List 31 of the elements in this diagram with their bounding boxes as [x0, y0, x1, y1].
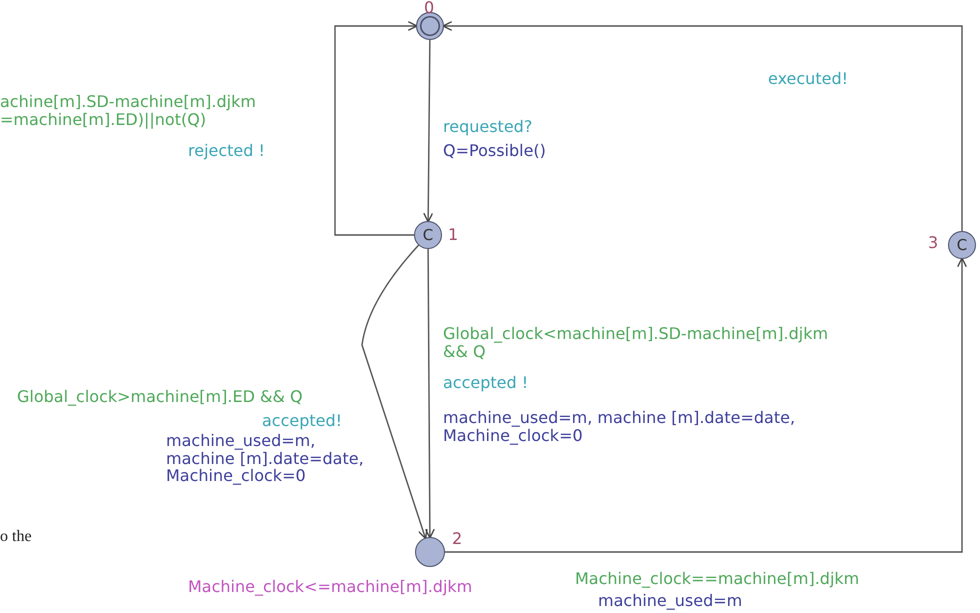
edge-label: rejected ! [188, 142, 265, 160]
state-circle [414, 221, 442, 249]
state-name: 0 [424, 0, 434, 17]
update-label: Q=Possible() [443, 142, 546, 160]
update-label: machine_used=m [598, 592, 742, 610]
state-circle [416, 12, 444, 40]
edge-label: executed! [768, 70, 848, 88]
state-name: 2 [452, 530, 462, 548]
guard-label: achine[m].SD-machine[m].djkm =machine[m].ED)||not(Q) [0, 93, 257, 128]
state-circle [415, 537, 445, 567]
edge-label: accepted! [262, 412, 342, 430]
text-fragment: o the [0, 528, 32, 546]
state-circle [948, 231, 976, 259]
update-label: machine_used=m, machine [m].date=date, Machine_clock=0 [443, 409, 796, 444]
state-name: 3 [928, 234, 938, 252]
transition-arrow [423, 40, 434, 223]
transition-arrow [445, 257, 968, 553]
transition-arrow [334, 20, 418, 236]
update-label: machine_used=m, machine [m].date=date, Machine_clock=0 [166, 432, 365, 485]
guard-label: Global_clock>machine[m].ED && Q [17, 388, 303, 406]
edge-label: accepted ! [443, 374, 528, 392]
edge-label: requested? [443, 118, 532, 136]
guard-label: Machine_clock==machine[m].djkm [575, 570, 860, 588]
transition-arrow [424, 249, 436, 539]
guard-label: Global_clock<machine[m].SD-machine[m].djkm && Q [443, 325, 830, 360]
transition-arrow [361, 244, 428, 540]
invariant-label: Machine_clock<=machine[m].djkm [188, 578, 472, 596]
transition-arrow [442, 20, 963, 231]
state-name: 1 [448, 226, 458, 244]
committed-mark: C [422, 228, 434, 242]
committed-mark: C [956, 238, 968, 252]
